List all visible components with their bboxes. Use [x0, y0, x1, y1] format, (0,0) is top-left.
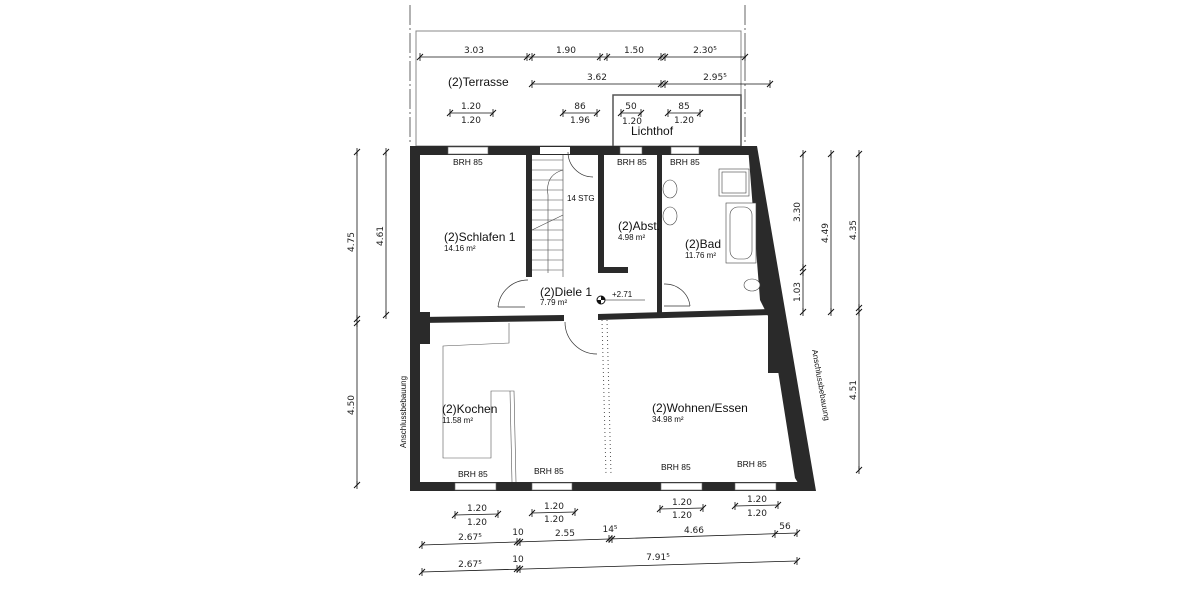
svg-text:3.62: 3.62 — [587, 73, 607, 83]
room-wohnen: (2)Wohnen/Essen — [652, 401, 748, 415]
neighbor-right-label: Anschlussbebauung — [810, 349, 831, 422]
svg-text:2.55: 2.55 — [555, 529, 575, 539]
room-abst: (2)Abst. — [618, 219, 660, 233]
bottom-dimensions — [418, 500, 801, 577]
svg-text:14⁵: 14⁵ — [602, 525, 617, 535]
svg-text:7.79 m²: 7.79 m² — [540, 298, 567, 307]
left-dimensions — [353, 147, 390, 490]
svg-text:86: 86 — [574, 102, 586, 112]
right-dimensions — [799, 149, 863, 475]
svg-text:34.98 m²: 34.98 m² — [652, 415, 684, 424]
doors — [497, 151, 691, 355]
svg-text:1.20: 1.20 — [674, 116, 694, 126]
svg-text:2.67⁵: 2.67⁵ — [458, 560, 482, 570]
svg-text:2.30⁵: 2.30⁵ — [693, 46, 717, 56]
svg-text:1.20: 1.20 — [467, 518, 487, 528]
svg-text:1.20: 1.20 — [622, 117, 642, 127]
svg-text:1.20: 1.20 — [672, 511, 692, 521]
svg-text:56: 56 — [779, 522, 791, 532]
svg-text:1.20: 1.20 — [747, 509, 767, 519]
room-divider — [601, 319, 612, 476]
svg-text:1.20: 1.20 — [544, 502, 564, 512]
svg-text:BRH 85: BRH 85 — [670, 157, 700, 167]
svg-text:85: 85 — [678, 102, 689, 112]
svg-text:4.49: 4.49 — [821, 223, 831, 243]
svg-text:1.20: 1.20 — [747, 495, 767, 505]
windows — [447, 146, 777, 491]
walls — [410, 146, 816, 491]
svg-text:4.66: 4.66 — [684, 526, 704, 536]
room-bad: (2)Bad — [685, 237, 721, 251]
svg-text:11.76 m²: 11.76 m² — [685, 251, 716, 260]
svg-text:BRH 85: BRH 85 — [617, 157, 647, 167]
svg-text:4.51: 4.51 — [849, 380, 859, 400]
svg-text:1.96: 1.96 — [570, 116, 590, 126]
svg-text:4.35: 4.35 — [849, 220, 859, 240]
svg-text:BRH 85: BRH 85 — [737, 459, 767, 469]
svg-text:14.16 m²: 14.16 m² — [444, 244, 476, 253]
svg-text:1.20: 1.20 — [672, 498, 692, 508]
svg-text:7.91⁵: 7.91⁵ — [646, 553, 670, 563]
svg-text:10: 10 — [512, 528, 524, 538]
staircase — [531, 155, 564, 277]
brh-labels: BRH 85 BRH 85 BRH 85 BRH 85 BRH 85 BRH 8… — [453, 157, 767, 479]
svg-text:BRH 85: BRH 85 — [661, 462, 691, 472]
svg-text:1.03: 1.03 — [793, 282, 803, 302]
svg-text:1.20: 1.20 — [461, 102, 481, 112]
svg-text:4.98 m²: 4.98 m² — [618, 233, 645, 242]
kitchen-counter — [442, 323, 517, 483]
svg-text:3.30: 3.30 — [793, 202, 803, 222]
svg-text:1.50: 1.50 — [624, 46, 644, 56]
svg-text:4.75: 4.75 — [347, 232, 357, 252]
svg-text:BRH 85: BRH 85 — [458, 469, 488, 479]
svg-text:4.50: 4.50 — [347, 395, 357, 415]
svg-text:10: 10 — [512, 555, 524, 565]
svg-text:11.58 m²: 11.58 m² — [442, 416, 473, 425]
top-dim-text: 3.03 1.90 1.50 2.30⁵ 3.62 2.95⁵ 1.20 1.2… — [448, 46, 727, 138]
svg-text:+2.71: +2.71 — [612, 290, 633, 299]
svg-text:1.90: 1.90 — [556, 46, 576, 56]
lichthof-label: Lichthof — [631, 124, 674, 138]
svg-text:1.20: 1.20 — [544, 515, 564, 525]
room-diele: (2)Diele 1 — [540, 285, 592, 299]
svg-text:1.20: 1.20 — [461, 116, 481, 126]
svg-text:4.61: 4.61 — [376, 226, 386, 246]
bottom-dim-text: 1.20 1.20 1.20 1.20 1.20 1.20 1.20 1.20 … — [458, 495, 791, 570]
svg-text:50: 50 — [625, 102, 637, 112]
neighbor-left-label: Anschlussbebauung — [399, 376, 408, 448]
stairs-label: 14 STG — [567, 194, 595, 203]
svg-text:2.67⁵: 2.67⁵ — [458, 533, 482, 543]
bath-fixtures — [662, 168, 761, 292]
level-marker: +2.71 — [596, 290, 645, 305]
svg-text:3.03: 3.03 — [464, 46, 484, 56]
svg-text:1.20: 1.20 — [467, 504, 487, 514]
room-schlafen: (2)Schlafen 1 — [444, 230, 516, 244]
top-dimensions — [416, 52, 774, 118]
svg-text:BRH 85: BRH 85 — [453, 157, 483, 167]
room-kochen: (2)Kochen — [442, 402, 497, 416]
room-terrasse: (2)Terrasse — [448, 75, 509, 89]
svg-text:2.95⁵: 2.95⁵ — [703, 73, 727, 83]
svg-text:BRH 85: BRH 85 — [534, 466, 564, 476]
